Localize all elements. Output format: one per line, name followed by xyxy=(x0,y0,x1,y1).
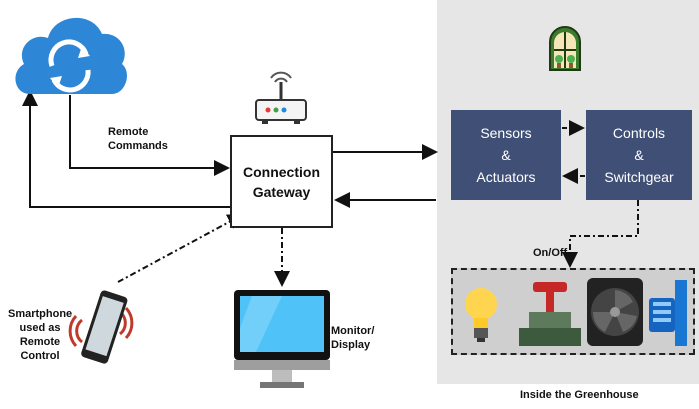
fan-icon xyxy=(587,278,643,346)
onoff-label: On/Off xyxy=(533,247,568,259)
monitor-label: Monitor/ Display xyxy=(331,324,374,352)
connection-gateway-box: Connection Gateway xyxy=(230,135,333,228)
controls-line1: Controls xyxy=(612,125,666,141)
smartphone-label: Smartphone used as Remote Control xyxy=(8,307,72,363)
gateway-to-cloud-arrow xyxy=(22,90,230,208)
remote-commands-label: Remote Commands xyxy=(108,125,168,153)
sensors-line2: & xyxy=(501,147,511,163)
sensors-line3: Actuators xyxy=(476,169,536,185)
controls-line2: & xyxy=(634,147,644,163)
cloud-sync-icon xyxy=(15,17,127,94)
sensors-actuators-box: Sensors & Actuators xyxy=(451,110,561,200)
wifi-router-icon xyxy=(255,71,307,124)
remote-label-line1: Remote xyxy=(108,126,149,138)
controls-switchgear-box: Controls & Switchgear xyxy=(586,110,692,200)
smartphone-label-line4: Control xyxy=(20,350,60,362)
device-icons xyxy=(465,278,687,346)
monitor-label-line1: Monitor/ xyxy=(331,325,375,337)
greenhouse-icon xyxy=(549,26,581,71)
gateway-line1: Connection xyxy=(243,163,320,180)
smartphone-label-line3: Remote xyxy=(19,336,61,348)
sensors-line1: Sensors xyxy=(480,125,532,141)
smartphone-label-line1: Smartphone xyxy=(8,308,73,320)
gateway-line2: Gateway xyxy=(252,183,311,200)
monitor-label-line2: Display xyxy=(331,339,371,351)
remote-label-line2: Commands xyxy=(108,140,168,152)
valve-icon xyxy=(519,282,581,346)
greenhouse-label: Inside the Greenhouse xyxy=(520,389,639,401)
pump-icon xyxy=(649,280,687,346)
onoff-arrow xyxy=(562,200,639,268)
monitor-icon xyxy=(234,290,330,388)
cloud-to-gateway-arrow xyxy=(69,95,230,176)
light-bulb-icon xyxy=(465,288,497,342)
smartphone-label-line2: used as xyxy=(19,322,61,334)
controls-line3: Switchgear xyxy=(604,169,674,185)
smartphone-icon xyxy=(68,290,134,364)
smartphone-to-gateway-arrow xyxy=(117,214,244,283)
